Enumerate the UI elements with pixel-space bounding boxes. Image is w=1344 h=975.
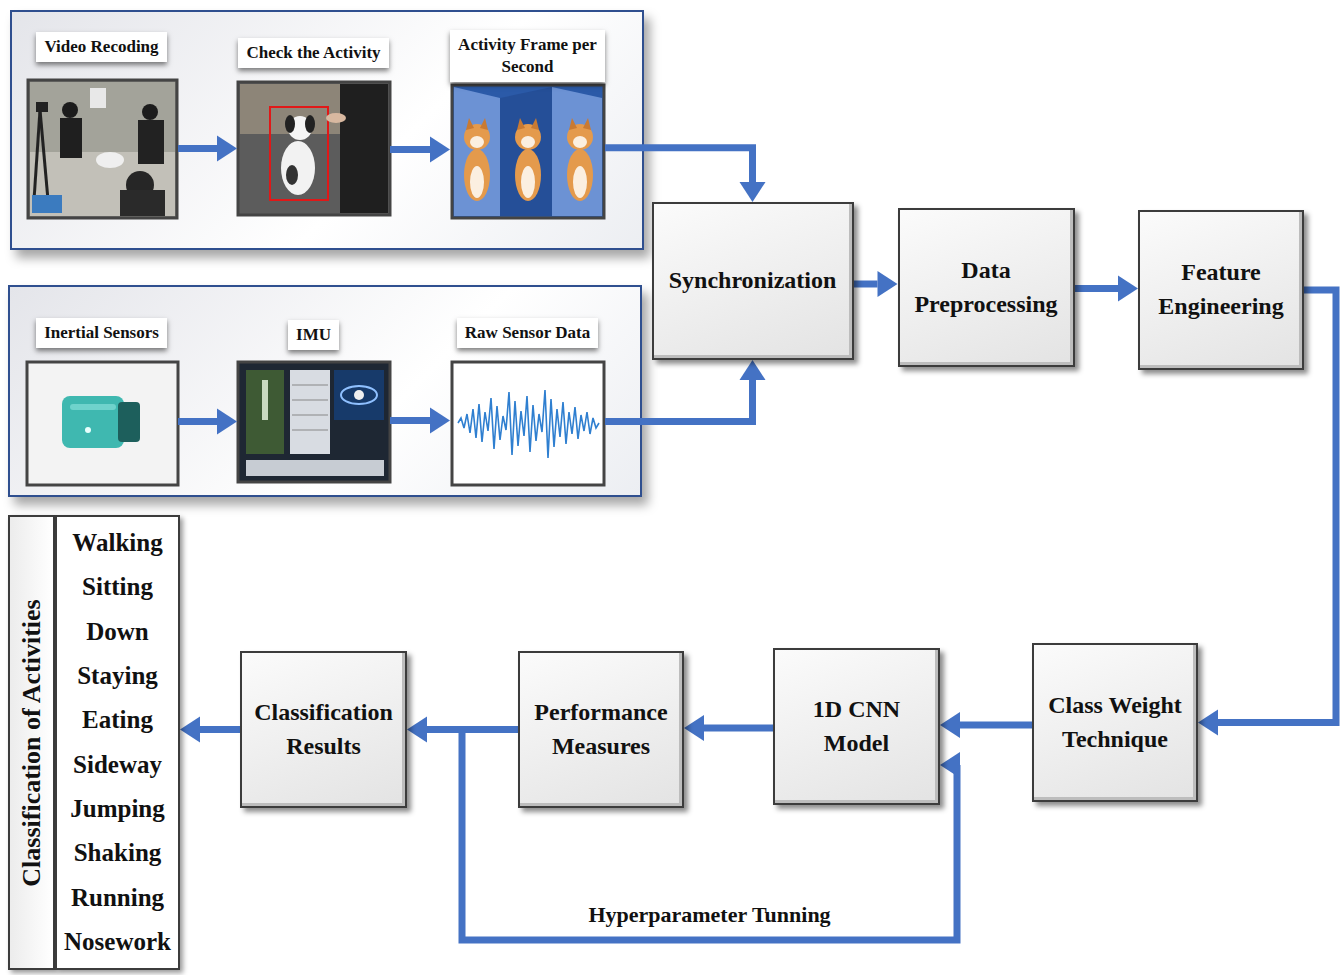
step-label: IMU [288, 320, 339, 350]
activity-name: Shaking [74, 839, 162, 867]
process-box: 1D CNN Model [773, 648, 940, 805]
activity-name: Eating [82, 706, 153, 734]
flow-arrow [684, 715, 773, 741]
flow-arrow [605, 148, 766, 202]
activity-name: Jumping [70, 795, 164, 823]
process-box: Feature Engineering [1138, 210, 1304, 370]
pipeline-step: Raw Sensor Data [450, 318, 605, 485]
pipeline-step: Inertial Sensors [25, 318, 178, 485]
arrow-line [1075, 285, 1119, 292]
activity-name: Sideway [73, 751, 162, 779]
arrow-line [178, 145, 217, 152]
flow-arrow [178, 409, 237, 435]
activity-name: Sitting [82, 573, 153, 601]
flow-arrow [605, 360, 766, 422]
arrow-head [1198, 710, 1218, 736]
box-label: Classification Results [254, 696, 393, 763]
arrow-head [878, 271, 898, 297]
step-label: Video Recoding [36, 32, 166, 62]
activity-name: Nosework [64, 928, 171, 956]
flow-arrow [940, 712, 1032, 738]
arrow-head [740, 360, 766, 380]
activity-name: Staying [77, 662, 158, 690]
activity-list-box: WalkingSittingDownStayingEatingSidewayJu… [55, 515, 180, 970]
imu-screen [238, 362, 390, 482]
flow-arrow [1075, 276, 1139, 302]
vertical-label-box: Classification of Activities [8, 515, 55, 970]
arrow-line [605, 380, 753, 422]
arrow-line [200, 726, 240, 733]
process-box: Classification Results [240, 651, 407, 808]
step-label: Raw Sensor Data [457, 318, 598, 348]
dog-photo [238, 82, 390, 215]
arrow-head [740, 182, 766, 202]
arrow-head [217, 409, 237, 435]
activity-name: Running [71, 884, 164, 912]
flow-arrow [390, 137, 450, 163]
box-label: Synchronization [666, 264, 840, 298]
pipeline-step: Video Recoding [25, 32, 178, 220]
activity-name: Down [86, 618, 149, 646]
process-box: Class Weight Technique [1032, 643, 1198, 802]
arrow-line [605, 148, 753, 182]
arrow-line [854, 281, 878, 288]
process-box: Performance Measures [518, 651, 684, 808]
step-label: Inertial Sensors [36, 318, 167, 348]
arrow-head [180, 717, 200, 743]
arrow-head [684, 715, 704, 741]
flow-arrow [390, 407, 450, 433]
arrow-head [430, 407, 450, 433]
step-label: Check the Activity [238, 38, 388, 68]
vertical-label: Classification of Activities [17, 599, 47, 886]
arrow-head [407, 717, 427, 743]
pipeline-step: Check the Activity [237, 38, 390, 218]
edge-label: Hyperparameter Tunning [584, 902, 834, 928]
box-label: Performance Measures [532, 696, 670, 763]
arrow-line [390, 146, 430, 153]
arrow-line [390, 417, 430, 424]
box-label: Class Weight Technique [1046, 689, 1184, 756]
sensor-photo [27, 362, 178, 485]
pipeline-step: IMU [237, 320, 390, 482]
process-box: Data Preprocessing [898, 208, 1075, 367]
arrow-head [940, 712, 960, 738]
flow-arrow [178, 136, 237, 162]
arrow-head [217, 136, 237, 162]
flow-arrow [854, 271, 898, 297]
arrow-line [704, 725, 773, 732]
arrow-head [1118, 276, 1138, 302]
box-label: Feature Engineering [1152, 256, 1290, 323]
video-photo [28, 80, 177, 218]
box-label: Data Preprocessing [912, 254, 1061, 321]
pipeline-step: Activity Frame per Second [450, 30, 605, 220]
flow-arrow [180, 717, 240, 743]
frames-illustration [452, 85, 604, 218]
arrow-line [960, 722, 1032, 729]
process-box: Synchronization [652, 202, 854, 360]
box-label: 1D CNN Model [787, 693, 926, 760]
waveform [452, 362, 604, 485]
arrow-head [430, 137, 450, 163]
step-label: Activity Frame per Second [450, 30, 605, 82]
arrow-line [178, 418, 217, 425]
arrow-head [940, 752, 960, 778]
activity-name: Walking [72, 529, 162, 557]
